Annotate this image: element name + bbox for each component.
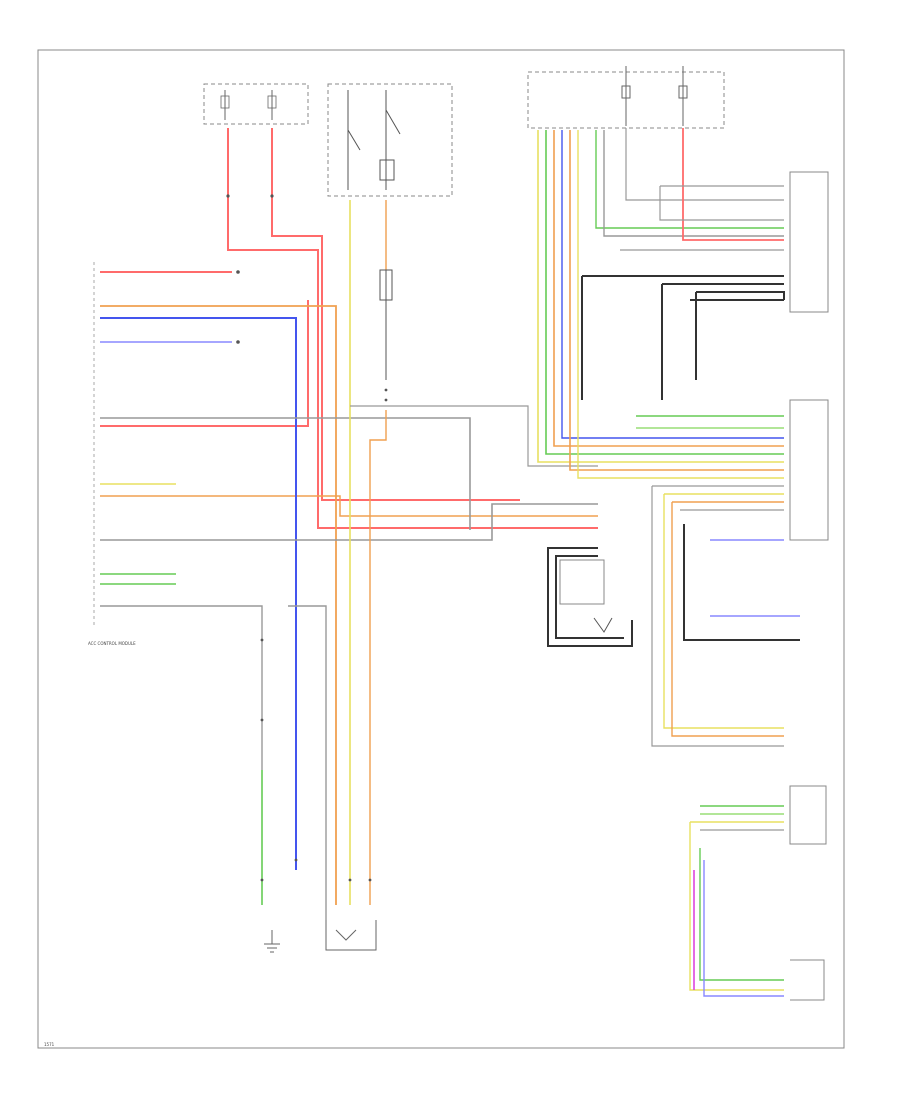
wire-red-pin-l xyxy=(100,300,309,427)
wire-red-left-a xyxy=(227,128,598,529)
wire-red-left-b xyxy=(271,128,520,501)
wire-gray-right-vertical xyxy=(651,485,784,747)
left-module-caption: ACC CONTROL MODULE xyxy=(88,641,136,646)
fuse-left-b xyxy=(267,90,277,120)
wire-orange-center xyxy=(369,200,387,905)
center-module xyxy=(559,559,605,605)
wire-orange-right-vertical xyxy=(671,501,784,737)
right-module-mid xyxy=(789,399,829,541)
wire-yellow-right-vertical xyxy=(663,493,784,729)
wire-gray-x xyxy=(288,605,327,920)
right-module-upper xyxy=(789,171,829,313)
switch-center xyxy=(347,90,401,190)
right-wire-bundle xyxy=(537,128,784,479)
connector-dots-left xyxy=(226,194,388,882)
center-switch-element xyxy=(379,269,393,380)
wire-gray-bottom xyxy=(100,605,263,770)
wire-orange-short xyxy=(100,495,598,517)
switch-block-center xyxy=(327,83,453,197)
fuse-left-a xyxy=(220,90,230,120)
bottom-left-ground xyxy=(264,930,280,953)
bottom-center-sensor xyxy=(325,920,377,951)
footer-code: 1571 xyxy=(44,1042,55,1047)
lower-right-wires xyxy=(689,805,784,997)
wire-violet-right xyxy=(710,539,800,617)
diagram-frame xyxy=(37,49,845,1049)
wire-gray-long xyxy=(100,503,598,541)
wire-gray-pin-k xyxy=(100,417,471,530)
center-module-black-loop xyxy=(547,547,633,647)
right-module-lower xyxy=(789,785,827,845)
bottom-right-sensor-symbol xyxy=(790,959,825,1001)
wire-black-right-sensor xyxy=(683,524,800,641)
wire-orange-long xyxy=(100,305,337,905)
wire-blue xyxy=(100,317,297,870)
connector-right-fuses xyxy=(621,66,688,126)
sensor-box-left-black xyxy=(581,275,785,400)
fuse-block-left xyxy=(203,83,309,125)
wire-gray-center xyxy=(350,405,598,467)
green-lines-right-mid xyxy=(636,415,784,429)
